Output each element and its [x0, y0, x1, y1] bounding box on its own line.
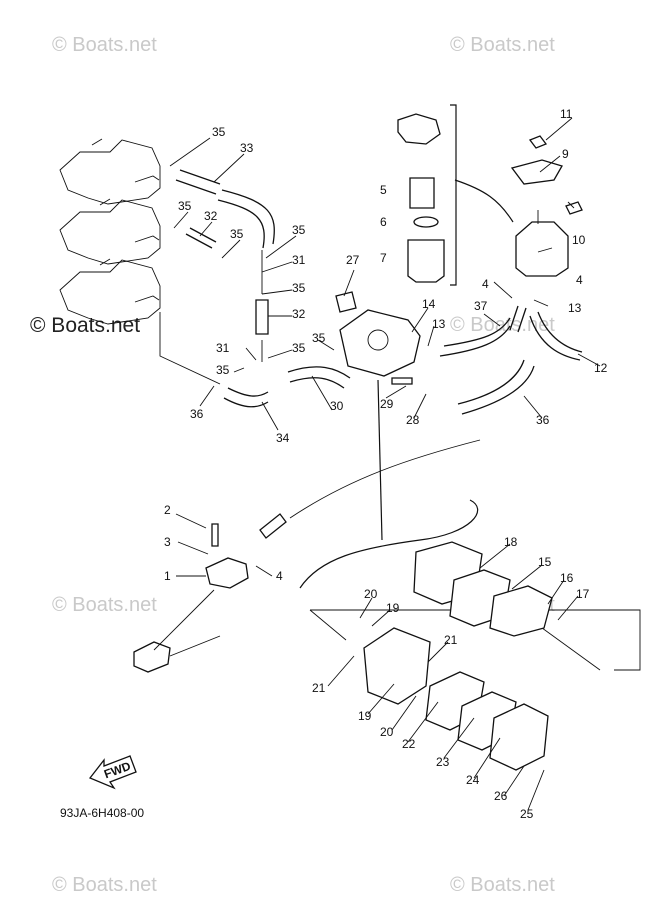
fuel-pump-drawing	[335, 291, 421, 377]
callout-20-a: 20	[364, 587, 378, 601]
callout-6: 5	[380, 183, 387, 197]
callout-14: 14	[422, 297, 436, 311]
fuel-filter-drawing	[397, 104, 514, 286]
callout-leaders	[169, 117, 601, 811]
callout-36: 36	[536, 413, 550, 427]
watermark-top-left: © Boats.net	[52, 34, 157, 56]
callout-8: 7	[380, 251, 387, 265]
callout-5: 4	[576, 273, 583, 287]
callout-20-b: 20	[380, 725, 394, 739]
callout-3: 3	[164, 535, 171, 549]
callout-35-e: 35	[292, 281, 306, 295]
callout-37: 37	[474, 299, 488, 313]
callout-25: 25	[520, 807, 534, 821]
callout-24: 24	[466, 773, 480, 787]
callout-27: 27	[346, 253, 360, 267]
callout-35-c: 35	[230, 227, 244, 241]
callout-32-b: 32	[292, 307, 306, 321]
callout-34: 34	[276, 431, 290, 445]
callout-26: 26	[494, 789, 508, 803]
watermark-lower-left: © Boats.net	[52, 594, 157, 616]
callout-31-a: 31	[292, 253, 306, 267]
callout-17: 17	[576, 587, 590, 601]
callout-35-f: 35	[292, 341, 306, 355]
watermark-top-right: © Boats.net	[450, 34, 555, 56]
hose-lines	[159, 169, 351, 408]
callout-35-d: 35	[292, 223, 306, 237]
callout-13-a: 13	[432, 317, 446, 331]
watermark-mid-left: © Boats.net	[30, 314, 141, 337]
leader-lines	[289, 379, 641, 671]
watermark-bottom-right: © Boats.net	[450, 874, 555, 896]
watermark-bottom-left: © Boats.net	[52, 874, 157, 896]
callout-30: 30	[330, 399, 344, 413]
callout-31-b: 31	[216, 341, 230, 355]
callout-4-a: 4	[482, 277, 489, 291]
callout-10: 10	[572, 233, 586, 247]
callout-11: 11	[560, 107, 573, 121]
callout-13-b: 13	[568, 301, 582, 315]
callout-9: 9	[562, 147, 569, 161]
callout-35-b: 35	[178, 199, 192, 213]
callout-35-i: 35	[312, 331, 326, 345]
callout-23: 23	[436, 755, 450, 769]
callout-16: 16	[560, 571, 574, 585]
callout-28: 28	[406, 413, 420, 427]
callout-35-h: 36	[190, 407, 204, 421]
callout-33: 33	[240, 141, 254, 155]
callout-35-g: 35	[216, 363, 230, 377]
carburetor-drawing	[59, 138, 161, 325]
callout-12: 12	[594, 361, 608, 375]
callout-labels: 35 33 35 32 35 35 31 35 32 35 31 35 36 3…	[164, 107, 608, 821]
hose-right	[391, 305, 583, 415]
fuel-filter-right-drawing	[510, 135, 583, 277]
callout-4-b: 4	[276, 569, 283, 583]
lower-pump-drawing	[363, 541, 553, 771]
callout-21-b: 21	[312, 681, 326, 695]
watermark-mid-right: © Boats.net	[450, 314, 555, 336]
callout-18: 18	[504, 535, 518, 549]
callout-29: 29	[380, 397, 394, 411]
callout-22: 22	[402, 737, 416, 751]
callout-19-a: 19	[386, 601, 400, 615]
fuel-connector-drawing	[133, 513, 287, 673]
diagram-code: 93JA-6H408-00	[60, 806, 145, 820]
callout-7: 6	[380, 215, 387, 229]
callout-21-a: 21	[444, 633, 458, 647]
callout-35-a: 35	[212, 125, 226, 139]
callout-19-b: 19	[358, 709, 372, 723]
callout-15: 15	[538, 555, 552, 569]
callout-32-a: 32	[204, 209, 218, 223]
callout-2: 2	[164, 503, 171, 517]
callout-1: 1	[164, 569, 171, 583]
fwd-arrow: FWD	[88, 755, 137, 790]
